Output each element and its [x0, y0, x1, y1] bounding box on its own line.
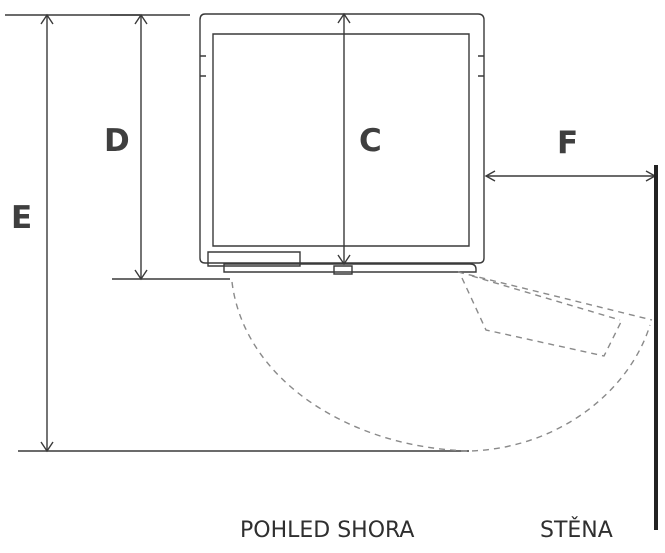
dimension-label-d: D: [104, 123, 130, 159]
dimension-label-e: E: [11, 200, 32, 236]
fridge-outline: [199, 13, 485, 275]
view-caption: POHLED SHORA: [240, 518, 415, 543]
door-swing-arcs: [231, 271, 653, 452]
dimension-f-line: [484, 170, 657, 182]
dimension-label-c: C: [359, 123, 382, 159]
wall-caption: STĚNA: [540, 517, 613, 543]
dimension-c-line: [337, 12, 351, 266]
dimension-label-f: F: [557, 125, 578, 161]
dimension-e-line: [5, 13, 469, 453]
